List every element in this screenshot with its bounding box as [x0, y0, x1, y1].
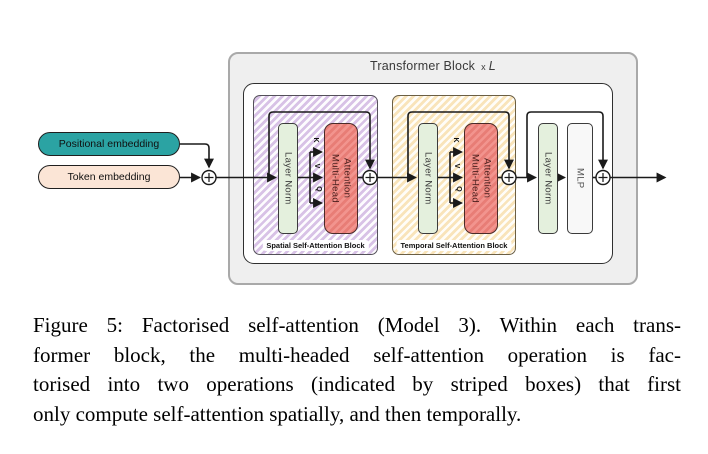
temporal-attention-label-1: Multi-Head — [469, 154, 481, 203]
spatial-layer-norm-box: Layer Norm — [278, 123, 298, 234]
output-layer-norm-box: Layer Norm — [538, 123, 558, 234]
temporal-layer-norm-label: Layer Norm — [422, 152, 434, 205]
mlp-label: MLP — [574, 168, 586, 189]
caption-line-3: torised into two operations (indicated b… — [33, 372, 681, 396]
caption-line-1: Figure 5: Factorised self-attention (Mod… — [33, 313, 681, 337]
spatial-attention-label-2: Attention — [341, 158, 353, 199]
temporal-layer-norm-box: Layer Norm — [418, 123, 438, 234]
spatial-v-label: V — [313, 163, 320, 169]
spatial-multi-head-attention-box: Multi-Head Attention — [324, 123, 358, 234]
token-embedding-label: Token embedding — [67, 171, 151, 183]
title-repeat-var: L — [488, 59, 496, 73]
spatial-k-label: K — [312, 137, 319, 143]
temporal-attention-label-2: Attention — [481, 158, 493, 199]
spatial-attention-label-1: Multi-Head — [329, 154, 341, 203]
title-times: x — [481, 62, 486, 72]
positional-embedding-pill: Positional embedding — [38, 132, 180, 156]
spatial-self-attention-block: Spatial Self-Attention Block — [253, 95, 378, 255]
temporal-q-label: Q — [455, 186, 462, 192]
positional-embedding-arrow — [180, 143, 214, 169]
output-layer-norm-label: Layer Norm — [542, 152, 554, 205]
positional-embedding-label: Positional embedding — [58, 138, 160, 150]
spatial-layer-norm-label: Layer Norm — [282, 152, 294, 205]
mlp-box: MLP — [567, 123, 593, 234]
add-icon-input — [201, 169, 217, 186]
temporal-k-label: K — [452, 137, 459, 143]
spatial-q-label: Q — [315, 186, 322, 192]
figure-caption: Figure 5: Factorised self-attention (Mod… — [33, 311, 681, 429]
caption-line-2: former block, the multi-headed self-atte… — [33, 342, 681, 367]
spatial-block-label: Spatial Self-Attention Block — [262, 240, 369, 251]
temporal-v-label: V — [453, 163, 460, 169]
temporal-block-label: Temporal Self-Attention Block — [396, 240, 512, 251]
caption-line-4: only compute self-attention spatially, a… — [33, 401, 522, 426]
token-embedding-pill: Token embedding — [38, 165, 180, 189]
title-text: Transformer Block — [370, 59, 476, 73]
temporal-multi-head-attention-box: Multi-Head Attention — [464, 123, 498, 234]
